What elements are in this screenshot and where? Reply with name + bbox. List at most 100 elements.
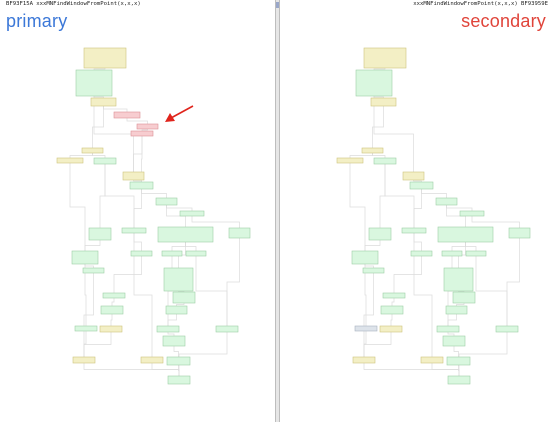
basic-block-node[interactable]	[370, 97, 397, 107]
basic-block-node[interactable]	[446, 356, 471, 366]
basic-block-node[interactable]	[441, 250, 463, 257]
basic-block-node[interactable]	[162, 335, 186, 347]
basic-block-node[interactable]	[401, 227, 427, 234]
basic-block-node[interactable]	[165, 305, 188, 315]
basic-block-node[interactable]	[508, 227, 531, 239]
graph-edge	[384, 164, 415, 228]
graph-edge	[393, 256, 422, 293]
basic-block-node[interactable]	[71, 250, 99, 265]
basic-block-node[interactable]	[130, 130, 154, 137]
basic-block-node[interactable]	[379, 325, 403, 333]
basic-block-node[interactable]	[136, 123, 159, 130]
basic-block-node[interactable]	[215, 325, 239, 333]
basic-block-node[interactable]	[465, 250, 487, 257]
basic-block-node[interactable]	[156, 325, 180, 333]
basic-block-node[interactable]	[420, 356, 444, 364]
basic-block-node[interactable]	[129, 181, 154, 190]
basic-block-node[interactable]	[380, 305, 404, 315]
graph-edge	[93, 96, 134, 172]
basic-block-node[interactable]	[352, 356, 376, 364]
basic-block-node[interactable]	[185, 250, 207, 257]
basic-block-node[interactable]	[74, 325, 98, 332]
basic-block-node[interactable]	[443, 267, 474, 292]
basic-block-node[interactable]	[88, 227, 112, 241]
secondary-flow-graph[interactable]	[280, 0, 554, 422]
basic-block-node[interactable]	[362, 267, 385, 274]
graph-edge	[379, 164, 386, 228]
basic-block-node[interactable]	[82, 267, 105, 274]
basic-block-node[interactable]	[83, 47, 127, 69]
basic-block-node[interactable]	[442, 335, 466, 347]
basic-block-node[interactable]	[75, 69, 113, 97]
graph-edge	[447, 314, 457, 326]
basic-block-node[interactable]	[99, 325, 123, 333]
basic-block-node[interactable]	[90, 97, 117, 107]
basic-block-node[interactable]	[382, 292, 406, 299]
graph-edge	[83, 332, 112, 357]
graph-edge	[413, 233, 422, 251]
basic-block-node[interactable]	[172, 291, 196, 304]
basic-block-node[interactable]	[363, 47, 407, 69]
basic-block-node[interactable]	[122, 171, 145, 181]
basic-block-node[interactable]	[161, 250, 183, 257]
primary-graph-pane[interactable]: BF93F15A xxxMNFindWindowFromPoint(x,x,x)…	[0, 0, 275, 422]
basic-block-node[interactable]	[228, 227, 251, 239]
graph-edge	[176, 303, 185, 306]
basic-block-node[interactable]	[361, 147, 384, 154]
basic-block-node[interactable]	[436, 325, 460, 333]
basic-block-node[interactable]	[56, 157, 84, 164]
graph-edge	[195, 256, 228, 326]
basic-block-node[interactable]	[155, 197, 178, 206]
graph-edge	[364, 264, 367, 326]
basic-block-node[interactable]	[368, 227, 392, 241]
basic-block-node[interactable]	[93, 157, 117, 165]
secondary-graph-pane[interactable]: xxxMNFindWindowFromPoint(x,x,x) BF93959E…	[280, 0, 554, 422]
basic-block-node[interactable]	[437, 226, 494, 243]
basic-block-node[interactable]	[336, 157, 364, 164]
basic-block-node[interactable]	[140, 356, 164, 364]
basic-block-node[interactable]	[445, 305, 468, 315]
graph-edge	[69, 153, 93, 158]
primary-flow-graph[interactable]	[0, 0, 275, 422]
secondary-label: secondary	[461, 11, 546, 31]
basic-block-node[interactable]	[452, 291, 476, 304]
graph-edge	[413, 233, 433, 357]
basic-block-node[interactable]	[410, 250, 433, 257]
basic-block-node[interactable]	[409, 181, 434, 190]
splitter-grip-icon[interactable]	[276, 2, 279, 8]
graph-edge	[349, 163, 366, 251]
graph-edge	[141, 129, 148, 131]
graph-edge	[103, 106, 128, 112]
basic-block-node[interactable]	[100, 305, 124, 315]
basic-block-node[interactable]	[355, 69, 393, 97]
basic-block-node[interactable]	[495, 325, 519, 333]
basic-block-node[interactable]	[81, 147, 104, 154]
basic-block-node[interactable]	[72, 356, 96, 364]
basic-block-node[interactable]	[435, 197, 458, 206]
basic-block-node[interactable]	[179, 210, 205, 217]
basic-block-node[interactable]	[166, 356, 191, 366]
basic-block-node[interactable]	[130, 250, 153, 257]
graph-edge	[447, 332, 455, 336]
basic-block-node[interactable]	[121, 227, 147, 234]
basic-block-node[interactable]	[459, 210, 485, 217]
basic-block-node[interactable]	[157, 226, 214, 243]
graph-edge	[458, 332, 508, 376]
graph-edge	[84, 240, 101, 251]
graph-edge	[458, 365, 460, 376]
basic-block-node[interactable]	[102, 292, 126, 299]
basic-block-node[interactable]	[373, 157, 397, 165]
graph-edge	[364, 240, 381, 251]
basic-block-node[interactable]	[351, 250, 379, 265]
basic-block-node[interactable]	[167, 375, 191, 385]
basic-block-node[interactable]	[402, 171, 425, 181]
graph-edge	[451, 242, 466, 251]
graph-edge	[133, 136, 143, 172]
red-arrow-icon	[165, 105, 194, 122]
graph-edge	[456, 303, 465, 306]
pane-splitter[interactable]	[275, 0, 280, 422]
basic-block-node[interactable]	[447, 375, 471, 385]
basic-block-node[interactable]	[163, 267, 194, 292]
basic-block-node[interactable]	[354, 325, 378, 332]
basic-block-node[interactable]	[113, 111, 141, 119]
